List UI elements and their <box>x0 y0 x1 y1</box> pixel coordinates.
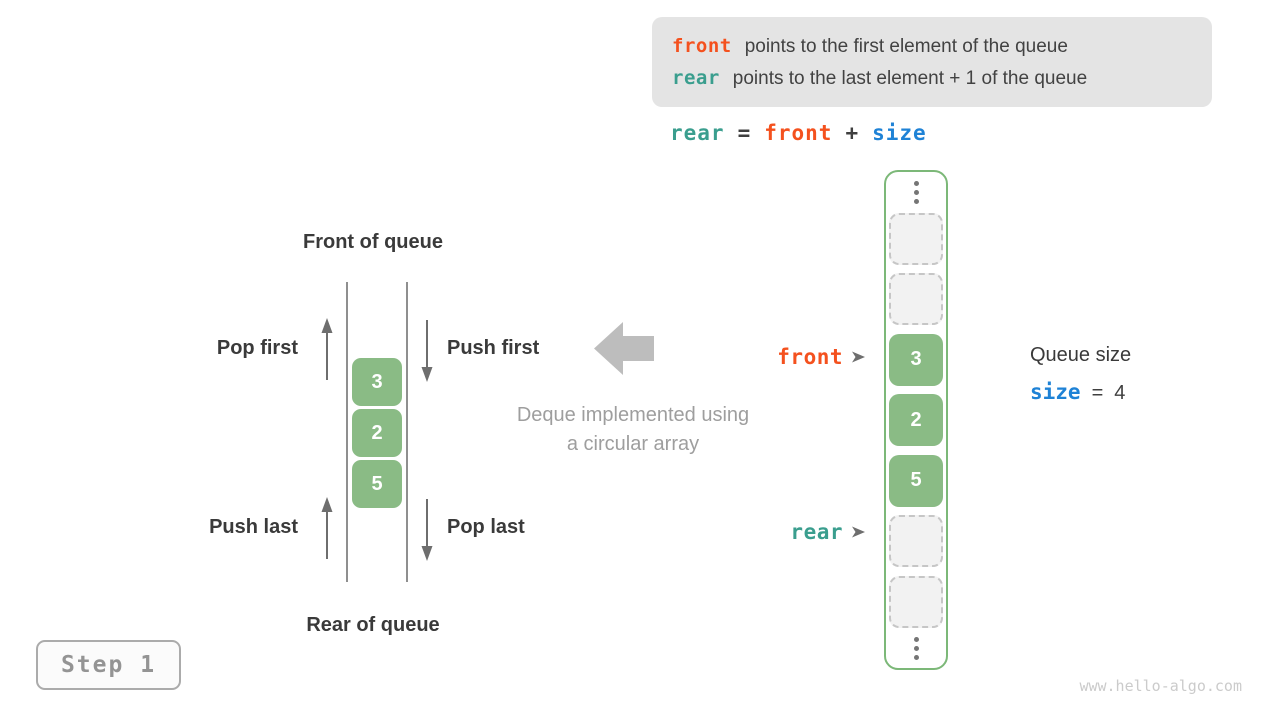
array-cell-empty <box>889 515 943 567</box>
rear-formula: rear = front + size <box>670 121 927 145</box>
front-of-queue-title: Front of queue <box>303 231 443 253</box>
legend-box: front points to the first element of the… <box>652 17 1212 107</box>
push-last-up-arrow <box>321 497 333 559</box>
caption-line1: Deque implemented using <box>516 404 750 426</box>
array-cell-empty <box>889 212 943 265</box>
size-equals: = <box>1091 382 1104 404</box>
push-first-label: Push first <box>447 337 540 359</box>
ellipsis-dot <box>913 189 919 195</box>
deque-stack-cell: 5 <box>352 460 402 508</box>
front-pointer-arrow-icon <box>852 351 865 363</box>
formula-size: size <box>872 121 927 145</box>
caption-line2: a circular array <box>566 433 700 455</box>
legend-row-rear: rear points to the last element + 1 of t… <box>672 67 1212 90</box>
ellipsis-dot <box>913 636 919 642</box>
center-caption: Deque implemented using a circular array <box>478 401 788 459</box>
big-left-arrow-icon <box>594 322 654 375</box>
push-last-label: Push last <box>209 516 298 538</box>
array-cell-empty <box>889 575 943 628</box>
array-cell-empty <box>889 273 943 325</box>
front-pointer: front <box>696 344 866 370</box>
watermark: www.hello-algo.com <box>1079 677 1242 695</box>
deque-stack-cell: 2 <box>352 409 402 457</box>
formula-front: front <box>764 121 833 145</box>
ellipsis-dot <box>913 198 919 204</box>
rear-of-queue-title: Rear of queue <box>306 614 440 636</box>
rear-term: rear <box>672 66 720 89</box>
front-pointer-label: front <box>777 345 843 369</box>
step-badge: Step 1 <box>36 640 181 690</box>
pop-first-label: Pop first <box>216 337 298 359</box>
array-ellipsis-icon <box>913 180 919 204</box>
rear-pointer-label: rear <box>790 520 843 544</box>
formula-rear: rear <box>670 121 725 145</box>
formula-equals: = <box>737 121 752 145</box>
step-badge-label: Step 1 <box>60 652 157 678</box>
size-var: size <box>1030 380 1081 404</box>
pop-last-label: Pop last <box>447 516 525 538</box>
queue-size-title: Queue size <box>1030 344 1132 366</box>
rear-pointer: rear <box>696 519 866 545</box>
ellipsis-dot <box>913 645 919 651</box>
array-cell-filled: 2 <box>889 394 943 446</box>
pop-last-down-arrow <box>421 499 433 561</box>
ellipsis-dot <box>913 180 919 186</box>
front-description: points to the first element of the queue <box>744 35 1068 57</box>
pop-first-up-arrow <box>321 318 333 380</box>
rear-pointer-arrow-icon <box>852 526 865 538</box>
array-cell-filled: 5 <box>889 454 943 507</box>
size-value: 4 <box>1114 382 1126 404</box>
ellipsis-dot <box>913 654 919 660</box>
deque-stack-cell: 3 <box>352 358 402 406</box>
channel-line-right <box>406 282 408 582</box>
array-ellipsis-icon <box>913 636 919 660</box>
circular-array: 3 2 5 <box>884 170 948 670</box>
legend-row-front: front points to the first element of the… <box>672 35 1212 58</box>
rear-description: points to the last element + 1 of the qu… <box>732 67 1088 89</box>
array-cell-filled: 3 <box>889 333 943 386</box>
front-term: front <box>672 34 732 57</box>
formula-plus: + <box>845 121 860 145</box>
push-first-down-arrow <box>421 320 433 382</box>
queue-size-formula: size = 4 <box>1030 380 1125 405</box>
channel-line-left <box>346 282 348 582</box>
